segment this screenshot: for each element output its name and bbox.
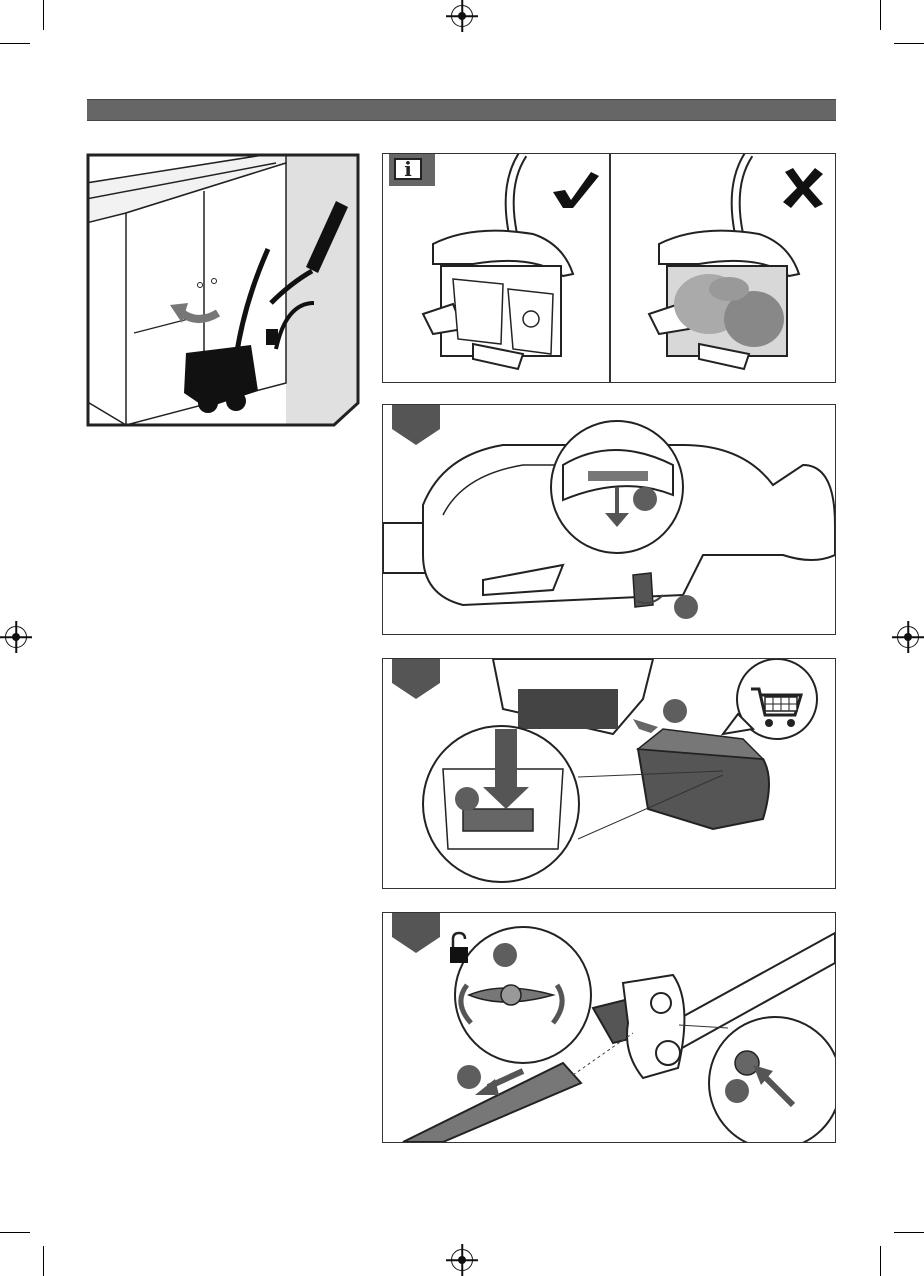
storage-illustration	[86, 153, 360, 427]
callout-1	[663, 699, 687, 723]
crop-mark	[880, 1246, 881, 1276]
cross-icon	[781, 166, 825, 210]
unlock-icon	[449, 931, 469, 965]
callout-2	[455, 787, 479, 811]
crop-mark	[894, 1232, 924, 1233]
step-2-panel	[382, 658, 836, 889]
registration-mark-icon	[451, 1249, 473, 1271]
callout-2	[674, 595, 698, 619]
crop-mark	[880, 0, 881, 30]
shopping-cart-icon	[749, 685, 805, 731]
crop-mark	[0, 43, 30, 44]
callout-3	[725, 1079, 749, 1103]
check-icon	[551, 170, 601, 210]
section-header-bar	[87, 99, 836, 121]
crop-mark	[43, 1246, 44, 1276]
step-3-panel	[382, 912, 836, 1143]
crop-mark	[0, 1232, 30, 1233]
info-divider	[609, 154, 611, 383]
crop-mark	[43, 0, 44, 30]
callout-1	[493, 943, 517, 967]
registration-mark-icon	[897, 626, 919, 648]
handle-illustration	[383, 405, 835, 634]
callout-1	[633, 487, 657, 511]
registration-mark-icon	[451, 5, 473, 27]
registration-mark-icon	[5, 626, 27, 648]
callout-2	[457, 1065, 481, 1089]
info-panel: i	[382, 153, 836, 383]
crop-mark	[894, 43, 924, 44]
step-1-panel	[382, 404, 836, 635]
